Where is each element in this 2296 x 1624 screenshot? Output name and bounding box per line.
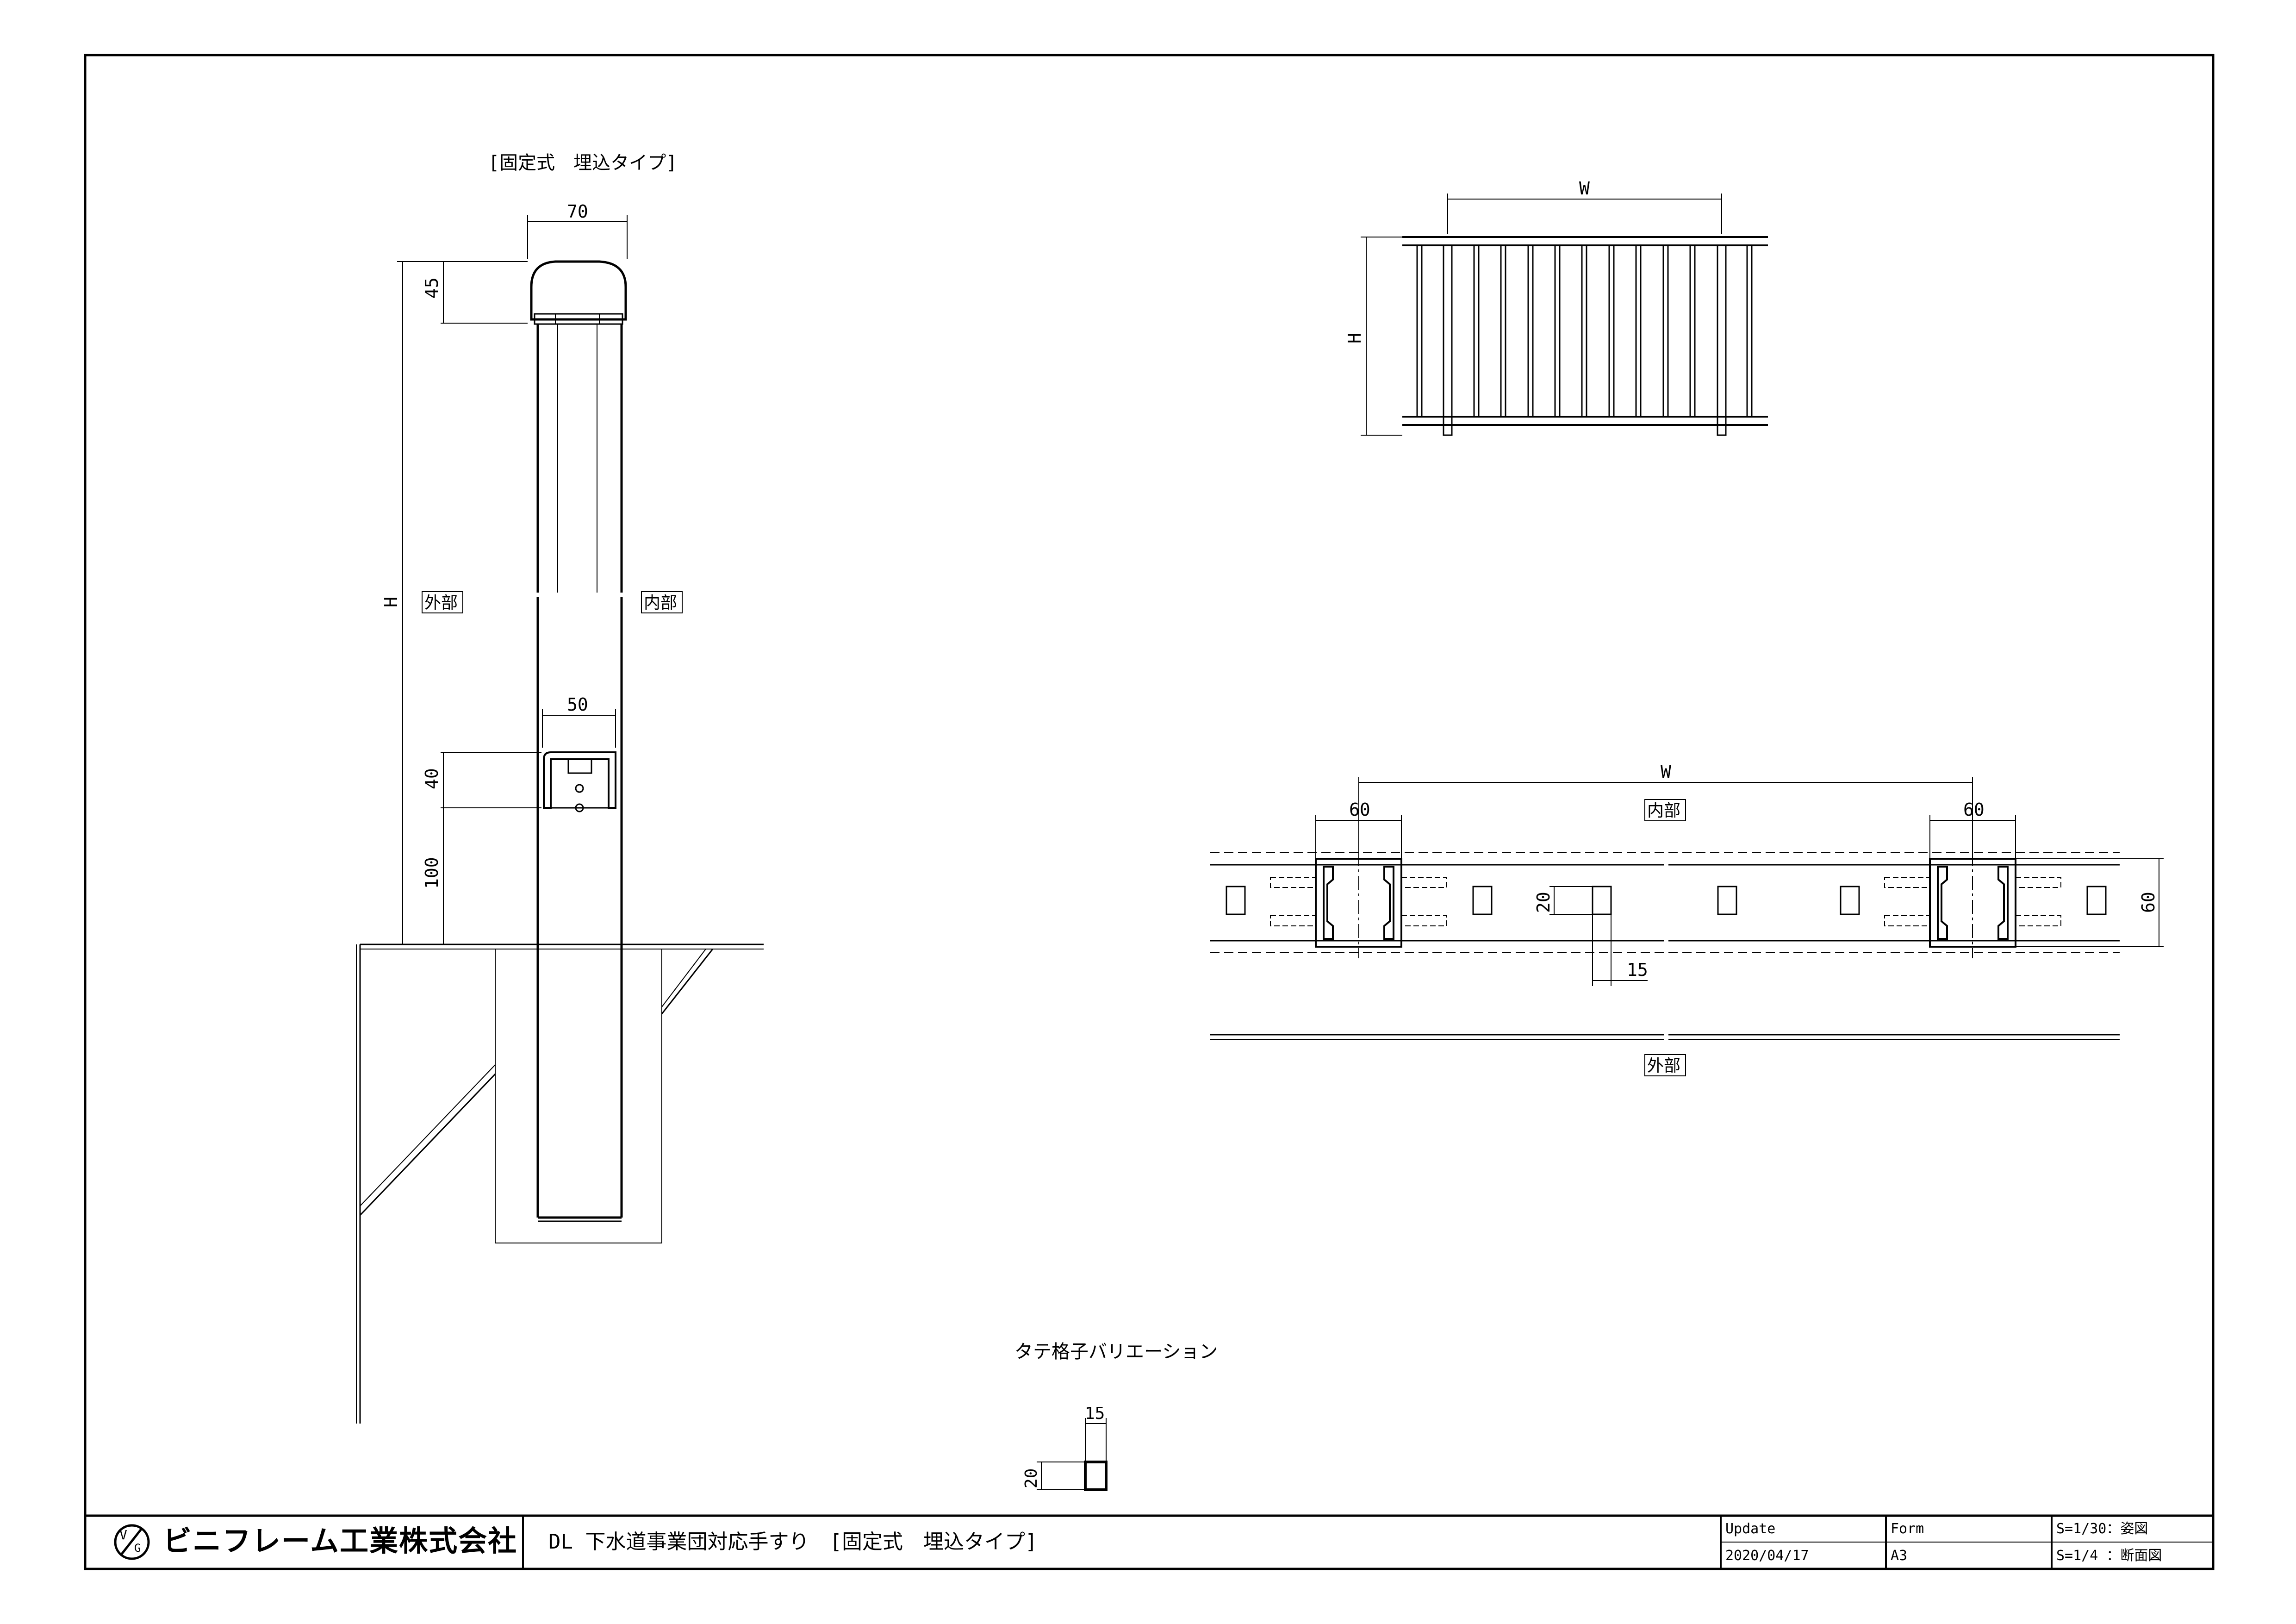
dim-plan-depth: 60 bbox=[2138, 892, 2159, 913]
company-logo-text: ビニフレーム工業株式会社 bbox=[163, 1524, 518, 1558]
svg-text:G: G bbox=[134, 1542, 141, 1555]
plan-label-inside: 内部 bbox=[1647, 801, 1680, 820]
update-label: Update bbox=[1725, 1521, 1776, 1537]
sheet-border bbox=[84, 54, 2215, 1570]
dim-top-width: 70 bbox=[567, 201, 588, 222]
bracket bbox=[543, 751, 616, 809]
scale-elevation: S=1/30：姿図 bbox=[2056, 1521, 2148, 1537]
plan-label-outside: 外部 bbox=[1647, 1056, 1680, 1075]
dim-plan-baluster-depth: 20 bbox=[1533, 892, 1554, 913]
section-caption: [固定式 埋込タイプ] bbox=[488, 152, 677, 174]
dim-variation-height: 20 bbox=[1022, 1468, 1041, 1488]
plan-view: W 内部 60 60 bbox=[1210, 762, 2164, 1076]
variation-caption: タテ格子バリエーション bbox=[1014, 1341, 1218, 1362]
dim-overall-height: H bbox=[381, 597, 401, 607]
drawing-title: DL 下水道事業団対応手すり [固定式 埋込タイプ] bbox=[548, 1530, 1038, 1554]
form-value: A3 bbox=[1891, 1548, 1908, 1564]
plan-balusters bbox=[1226, 886, 2107, 915]
dim-bracket-offset: 100 bbox=[422, 857, 442, 889]
variation-profile bbox=[1084, 1461, 1108, 1491]
company-logo-emblem: V G bbox=[114, 1524, 150, 1560]
dim-cap-height: 45 bbox=[422, 277, 442, 299]
svg-text:V: V bbox=[119, 1527, 127, 1543]
dim-elev-width: W bbox=[1579, 178, 1590, 199]
label-inside: 内部 bbox=[644, 593, 677, 612]
label-outside: 外部 bbox=[424, 593, 458, 612]
handrail-cap bbox=[530, 260, 627, 321]
scale-section: S=1/4 ：断面図 bbox=[2056, 1548, 2162, 1564]
update-value: 2020/04/17 bbox=[1725, 1548, 1809, 1564]
dim-plan-post-left: 60 bbox=[1349, 800, 1370, 820]
elev-post-left bbox=[1443, 244, 1453, 436]
section-view: [固定式 埋込タイプ] 70 45 H 外部 内部 bbox=[356, 152, 764, 1424]
dim-variation-width: 15 bbox=[1085, 1404, 1105, 1423]
elev-post-right bbox=[1717, 244, 1727, 436]
baluster-variation: タテ格子バリエーション 15 20 bbox=[1014, 1341, 1218, 1491]
elev-balusters bbox=[1416, 244, 1753, 418]
dim-plan-baluster-width: 15 bbox=[1627, 960, 1648, 980]
embed-pocket bbox=[495, 949, 662, 1243]
dim-elev-height: H bbox=[1344, 333, 1365, 344]
form-label: Form bbox=[1891, 1521, 1924, 1537]
dim-plan-post-right: 60 bbox=[1963, 800, 1985, 820]
dim-bracket-height: 40 bbox=[422, 768, 442, 789]
elevation-view: W H bbox=[1344, 178, 1768, 436]
dim-bracket-width: 50 bbox=[567, 694, 588, 715]
dim-plan-width: W bbox=[1661, 762, 1671, 782]
